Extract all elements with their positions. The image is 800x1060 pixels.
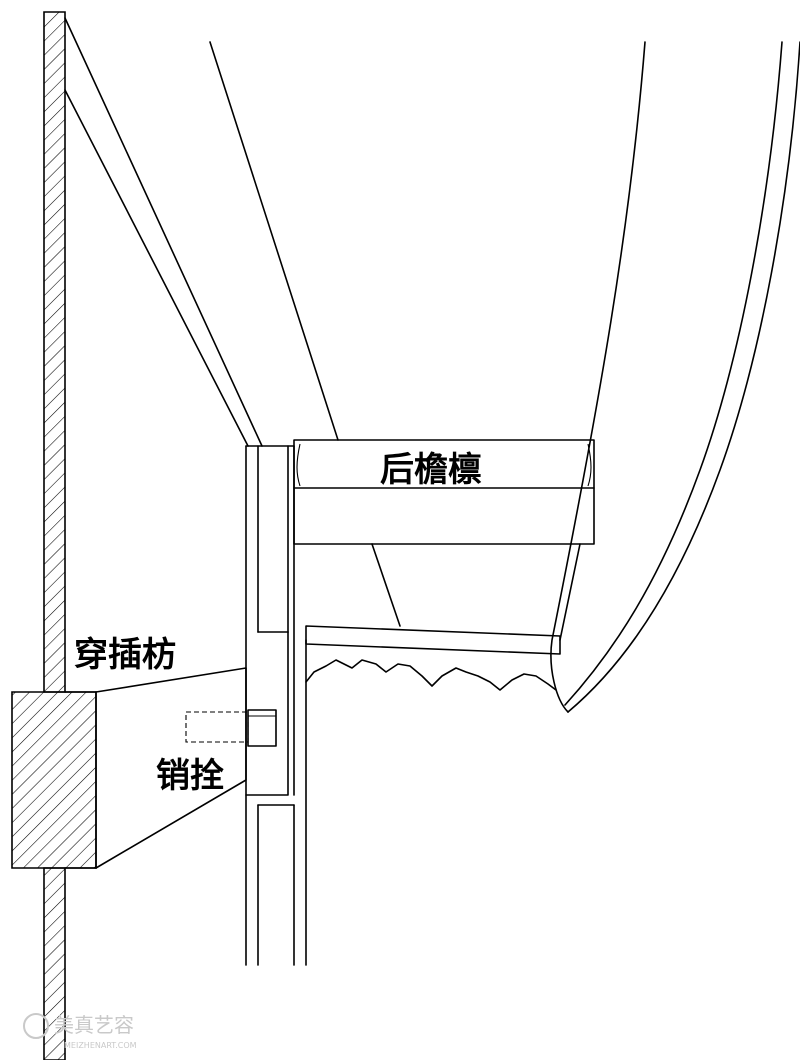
purlin-beam [293,439,595,641]
pin-peg [185,709,277,747]
tie-beam [305,625,561,691]
label-tenon-beam: 穿插枋 [74,635,176,675]
label-pin: 销拴 [156,756,224,796]
rafter-lines [64,17,339,447]
watermark-text: 美真艺容 [54,1013,134,1037]
column [245,445,307,966]
tenon-beam [64,667,247,869]
watermark-logo: 美真艺容 MEIZHENART.COM [23,1013,137,1050]
watermark-subtext: MEIZHENART.COM [64,1041,137,1050]
eave-curve [550,41,800,713]
wall-section [11,11,97,1060]
label-purlin: 后檐檩 [380,450,482,490]
